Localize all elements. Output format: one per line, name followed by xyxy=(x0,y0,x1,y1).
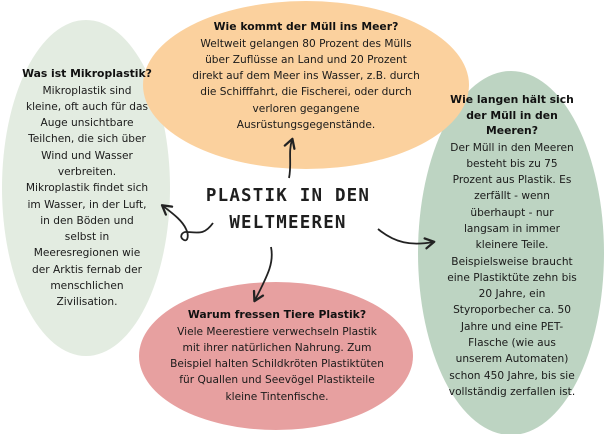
top-line: direkt auf dem Meer ins Wasser, z.B. dur… xyxy=(192,70,420,83)
right-bubble xyxy=(418,71,604,434)
bottom-bubble-text: Warum fressen Tiere Plastik? Viele Meere… xyxy=(146,307,408,405)
left-bubble-heading: Was ist Mikroplastik? xyxy=(22,67,152,80)
left-bubble-text: Was ist Mikroplastik? Mikroplastik sind … xyxy=(8,66,166,311)
arrow-to-bottom xyxy=(252,246,273,303)
top-line: die Schifffahrt, die Fischerei, oder dur… xyxy=(200,86,412,99)
right-line: zerfällt - wenn xyxy=(474,190,550,203)
title-line-2: WELTMEEREN xyxy=(229,213,347,233)
arrow-to-top xyxy=(283,137,296,179)
left-line: Mikroplastik sind xyxy=(42,84,132,97)
right-line: Jahre und eine PET- xyxy=(460,320,564,333)
right-line: langsam in immer xyxy=(463,222,561,235)
left-line: Zivilisation. xyxy=(56,296,118,309)
left-line: menschlichen xyxy=(50,280,124,293)
bottom-line: kleine Tintenfische. xyxy=(225,390,329,403)
top-bubble-text: Wie kommt der Müll ins Meer? Weltweit ge… xyxy=(158,19,454,133)
right-line: kleinere Teile. xyxy=(475,239,549,252)
arrow-to-right xyxy=(377,228,436,250)
right-heading-line: der Müll in den xyxy=(466,108,558,122)
left-line: der Arktis fernab der xyxy=(32,263,142,276)
right-line: schon 450 Jahre, bis sie xyxy=(449,369,575,382)
top-line: Ausrüstungsgegenstände. xyxy=(236,118,376,131)
top-line: verloren gegangene xyxy=(252,102,360,115)
left-line: Auge unsichtbare xyxy=(40,117,134,130)
right-line: Prozent aus Plastik. Es xyxy=(452,174,572,187)
bottom-line: Beispiel halten Schildkröten Plastiktüte… xyxy=(170,358,384,371)
right-line: besteht bis zu 75 xyxy=(466,157,558,170)
bottom-bubble-heading: Warum fressen Tiere Plastik? xyxy=(187,308,367,321)
left-line: verbreiten. xyxy=(57,165,117,178)
right-line: 20 Jahre, ein xyxy=(478,288,546,301)
bottom-line: Viele Meerestiere verwechseln Plastik xyxy=(177,325,377,338)
left-line: in den Böden und xyxy=(40,214,134,227)
right-heading-line: Meeren? xyxy=(486,124,538,137)
right-line: Beispielsweise braucht xyxy=(451,255,573,268)
left-bubble xyxy=(2,20,170,356)
left-line: selbst in xyxy=(64,231,110,244)
title-line-1: PLASTIK IN DEN xyxy=(205,186,371,206)
right-bubble-text: Wie langen hält sich der Müll in den Mee… xyxy=(428,92,596,400)
left-line: Meeresregionen wie xyxy=(33,247,141,260)
bottom-line: für Quallen und Seevögel Plastikteile xyxy=(179,374,375,387)
right-line: überhaupt - nur xyxy=(470,206,554,219)
bottom-line: mit ihrer natürlichen Nahrung. Zum xyxy=(182,341,372,354)
arrow-to-left xyxy=(160,204,214,242)
right-line: Styroporbecher ca. 50 xyxy=(453,304,571,317)
left-line: im Wasser, in der Luft, xyxy=(27,198,147,211)
right-line: Der Müll in den Meeren xyxy=(450,141,574,154)
top-line: Weltweit gelangen 80 Prozent des Mülls xyxy=(200,37,412,50)
right-line: unserem Automaten) xyxy=(455,353,569,366)
right-bubble-heading: Wie langen hält sich der Müll in den Mee… xyxy=(428,92,596,139)
left-line: Wind und Wasser xyxy=(41,149,133,162)
top-line: über Zuflüsse an Land und 20 Prozent xyxy=(205,53,407,66)
right-line: vollständig zerfallen ist. xyxy=(448,385,576,398)
left-line: Teilchen, die sich über xyxy=(28,133,146,146)
top-bubble xyxy=(143,1,469,169)
right-line: Flasche (wie aus xyxy=(468,337,556,350)
right-heading-line: Wie langen hält sich xyxy=(450,93,574,106)
left-line: kleine, oft auch für das xyxy=(25,100,149,113)
bottom-bubble xyxy=(139,282,413,430)
left-line: Mikroplastik findet sich xyxy=(25,182,149,195)
diagram-title: PLASTIK IN DEN WELTMEEREN xyxy=(196,183,380,237)
top-bubble-heading: Wie kommt der Müll ins Meer? xyxy=(213,20,399,33)
right-line: eine Plastiktüte zehn bis xyxy=(447,271,577,284)
